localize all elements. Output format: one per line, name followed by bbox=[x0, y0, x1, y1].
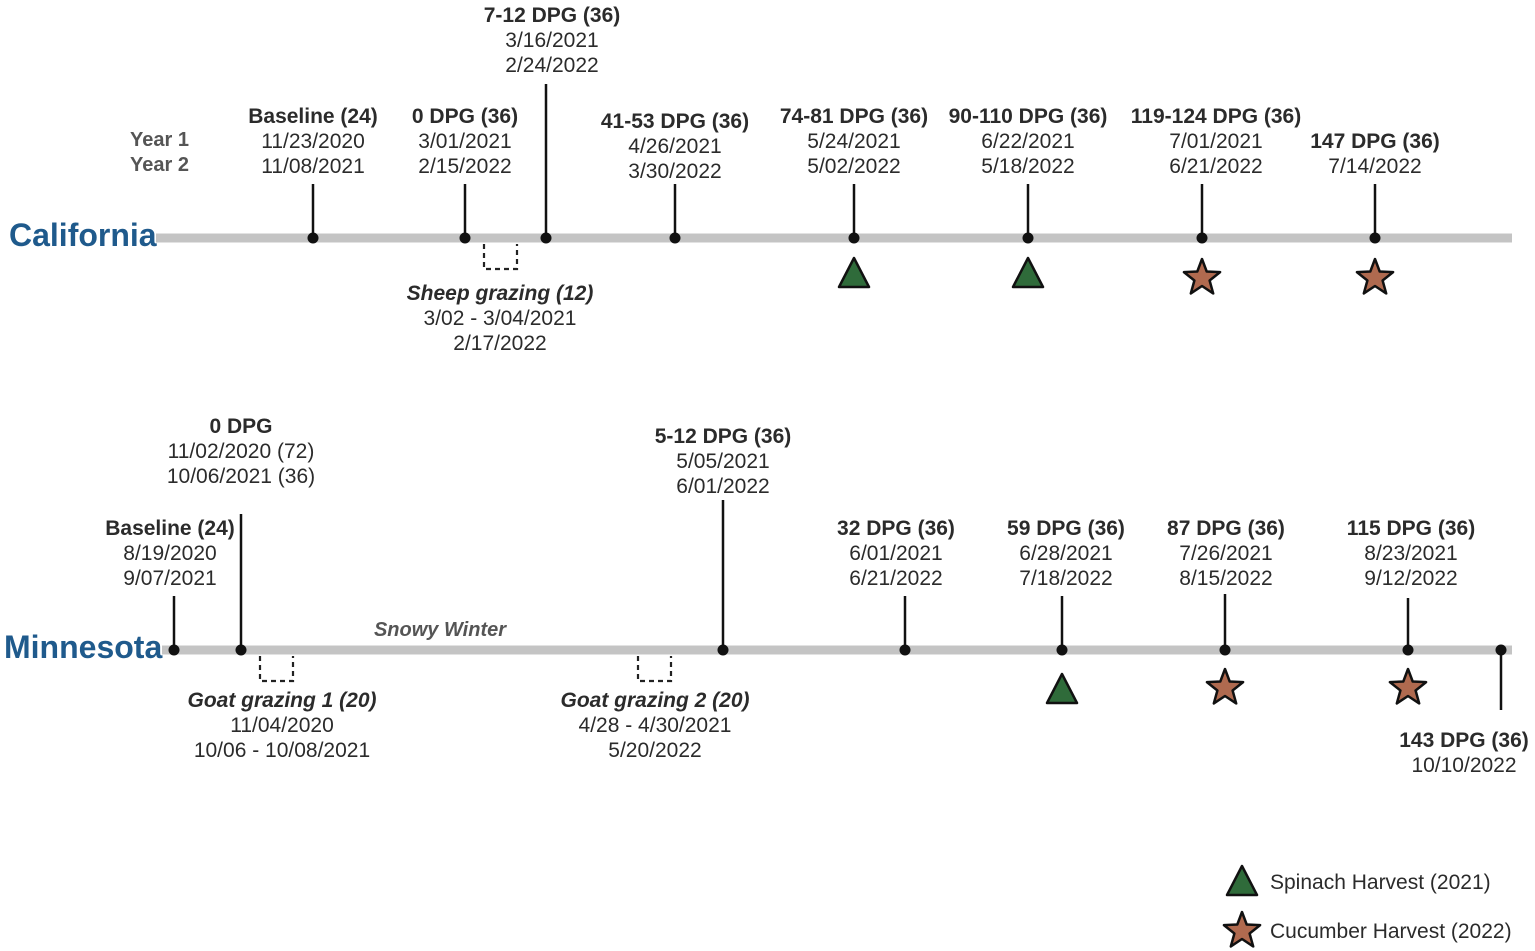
ca-90-110dpg-title: 90-110 DPG (36) bbox=[949, 105, 1108, 128]
ca-7-12dpg-date-1: 3/16/2021 bbox=[505, 29, 598, 52]
legend-cucumber-label: Cucumber Harvest (2022) bbox=[1270, 920, 1512, 943]
ca-74-81dpg-title: 74-81 DPG (36) bbox=[780, 105, 928, 128]
ca-90-110dpg-dot bbox=[1022, 232, 1034, 244]
snowy-winter-note: Snowy Winter bbox=[374, 619, 507, 641]
mn-goat1-title: Goat grazing 1 (20) bbox=[187, 689, 376, 712]
ca-sheep-title: Sheep grazing (12) bbox=[407, 282, 594, 305]
mn-32dpg-date-1: 6/01/2021 bbox=[849, 542, 942, 565]
legend-cucumber-icon bbox=[1222, 910, 1262, 948]
mn-5-12dpg-title: 5-12 DPG (36) bbox=[655, 425, 792, 448]
minnesota-label: Minnesota bbox=[4, 629, 162, 665]
ca-90-110dpg-date-2: 5/18/2022 bbox=[981, 155, 1074, 178]
ca-41-53dpg-date-1: 4/26/2021 bbox=[628, 135, 721, 158]
mn-goat1-bracket bbox=[258, 656, 295, 683]
ca-147dpg-cucumber-icon bbox=[1355, 257, 1395, 295]
mn-5-12dpg-dot bbox=[717, 644, 729, 656]
mn-87dpg-dot bbox=[1219, 644, 1231, 656]
ca-0dpg-title: 0 DPG (36) bbox=[412, 105, 518, 128]
mn-87dpg-title: 87 DPG (36) bbox=[1167, 517, 1285, 540]
mn-87dpg-date-1: 7/26/2021 bbox=[1179, 542, 1272, 565]
ca-119-124dpg-cucumber-icon bbox=[1182, 257, 1222, 295]
mn-5-12dpg-date-1: 5/05/2021 bbox=[676, 450, 769, 473]
mn-143dpg-dot bbox=[1495, 644, 1507, 656]
mn-0dpg-date-2: 10/06/2021 (36) bbox=[167, 465, 315, 488]
year-2-label: Year 2 bbox=[130, 154, 189, 176]
mn-goat2-title: Goat grazing 2 (20) bbox=[560, 689, 749, 712]
mn-59dpg-date-1: 6/28/2021 bbox=[1019, 542, 1112, 565]
ca-0dpg-dot bbox=[459, 232, 471, 244]
ca-41-53dpg-dot bbox=[669, 232, 681, 244]
ca-147dpg-title: 147 DPG (36) bbox=[1310, 130, 1440, 153]
mn-baseline-dot bbox=[168, 644, 180, 656]
ca-147dpg-date-1: 7/14/2022 bbox=[1328, 155, 1421, 178]
mn-87dpg-date-2: 8/15/2022 bbox=[1179, 567, 1272, 590]
ca-7-12dpg-title: 7-12 DPG (36) bbox=[484, 4, 621, 27]
mn-32dpg-date-2: 6/21/2022 bbox=[849, 567, 942, 590]
ca-119-124dpg-title: 119-124 DPG (36) bbox=[1131, 105, 1301, 128]
mn-5-12dpg-date-2: 6/01/2022 bbox=[676, 475, 769, 498]
mn-115dpg-date-1: 8/23/2021 bbox=[1364, 542, 1457, 565]
mn-baseline-date-1: 8/19/2020 bbox=[123, 542, 216, 565]
ca-90-110dpg-spinach-icon bbox=[1011, 256, 1045, 289]
mn-115dpg-dot bbox=[1402, 644, 1414, 656]
mn-0dpg-dot bbox=[235, 644, 247, 656]
ca-119-124dpg-date-2: 6/21/2022 bbox=[1169, 155, 1262, 178]
mn-115dpg-date-2: 9/12/2022 bbox=[1364, 567, 1457, 590]
ca-119-124dpg-date-1: 7/01/2021 bbox=[1169, 130, 1262, 153]
ca-sheep-bracket bbox=[482, 244, 519, 271]
mn-59dpg-date-2: 7/18/2022 bbox=[1019, 567, 1112, 590]
mn-0dpg-date-1: 11/02/2020 (72) bbox=[168, 440, 315, 463]
mn-goat1-date-2: 10/06 - 10/08/2021 bbox=[194, 739, 370, 762]
mn-32dpg-title: 32 DPG (36) bbox=[837, 517, 955, 540]
mn-115dpg-title: 115 DPG (36) bbox=[1347, 517, 1475, 540]
ca-74-81dpg-date-2: 5/02/2022 bbox=[807, 155, 900, 178]
ca-0dpg-date-2: 2/15/2022 bbox=[418, 155, 511, 178]
ca-7-12dpg-date-2: 2/24/2022 bbox=[505, 54, 598, 77]
mn-goat2-bracket bbox=[636, 656, 673, 683]
mn-baseline-date-2: 9/07/2021 bbox=[123, 567, 216, 590]
mn-115dpg-cucumber-icon bbox=[1388, 667, 1428, 705]
ca-41-53dpg-date-2: 3/30/2022 bbox=[628, 160, 721, 183]
ca-0dpg-date-1: 3/01/2021 bbox=[418, 130, 511, 153]
mn-baseline-title: Baseline (24) bbox=[105, 517, 235, 540]
ca-74-81dpg-spinach-icon bbox=[837, 256, 871, 289]
mn-32dpg-dot bbox=[899, 644, 911, 656]
mn-143dpg-title: 143 DPG (36) bbox=[1399, 729, 1529, 752]
ca-90-110dpg-date-1: 6/22/2021 bbox=[981, 130, 1074, 153]
ca-sheep-date-1: 3/02 - 3/04/2021 bbox=[424, 307, 577, 330]
ca-74-81dpg-date-1: 5/24/2021 bbox=[807, 130, 900, 153]
ca-119-124dpg-dot bbox=[1196, 232, 1208, 244]
ca-147dpg-dot bbox=[1369, 232, 1381, 244]
legend: Spinach Harvest (2021) Cucumber Harvest … bbox=[1222, 864, 1512, 948]
ca-baseline-date-2: 11/08/2021 bbox=[261, 155, 365, 178]
ca-7-12dpg-dot bbox=[540, 232, 552, 244]
mn-goat1-date-1: 11/04/2020 bbox=[230, 714, 334, 737]
ca-41-53dpg-title: 41-53 DPG (36) bbox=[601, 110, 749, 133]
mn-59dpg-title: 59 DPG (36) bbox=[1007, 517, 1125, 540]
legend-spinach-label: Spinach Harvest (2021) bbox=[1270, 871, 1491, 894]
year-1-label: Year 1 bbox=[130, 129, 189, 151]
mn-143dpg-date-1: 10/10/2022 bbox=[1411, 754, 1516, 777]
mn-0dpg-title: 0 DPG bbox=[209, 415, 272, 438]
mn-59dpg-dot bbox=[1056, 644, 1068, 656]
mn-goat2-date-2: 5/20/2022 bbox=[608, 739, 701, 762]
ca-baseline-title: Baseline (24) bbox=[248, 105, 378, 128]
ca-baseline-date-1: 11/23/2020 bbox=[261, 130, 365, 153]
ca-74-81dpg-dot bbox=[848, 232, 860, 244]
california-label: California bbox=[9, 217, 157, 253]
ca-baseline-dot bbox=[307, 232, 319, 244]
mn-59dpg-spinach-icon bbox=[1045, 672, 1079, 705]
mn-goat2-date-1: 4/28 - 4/30/2021 bbox=[579, 714, 732, 737]
legend-spinach-icon bbox=[1225, 864, 1259, 897]
ca-sheep-date-2: 2/17/2022 bbox=[453, 332, 546, 355]
mn-87dpg-cucumber-icon bbox=[1205, 667, 1245, 705]
